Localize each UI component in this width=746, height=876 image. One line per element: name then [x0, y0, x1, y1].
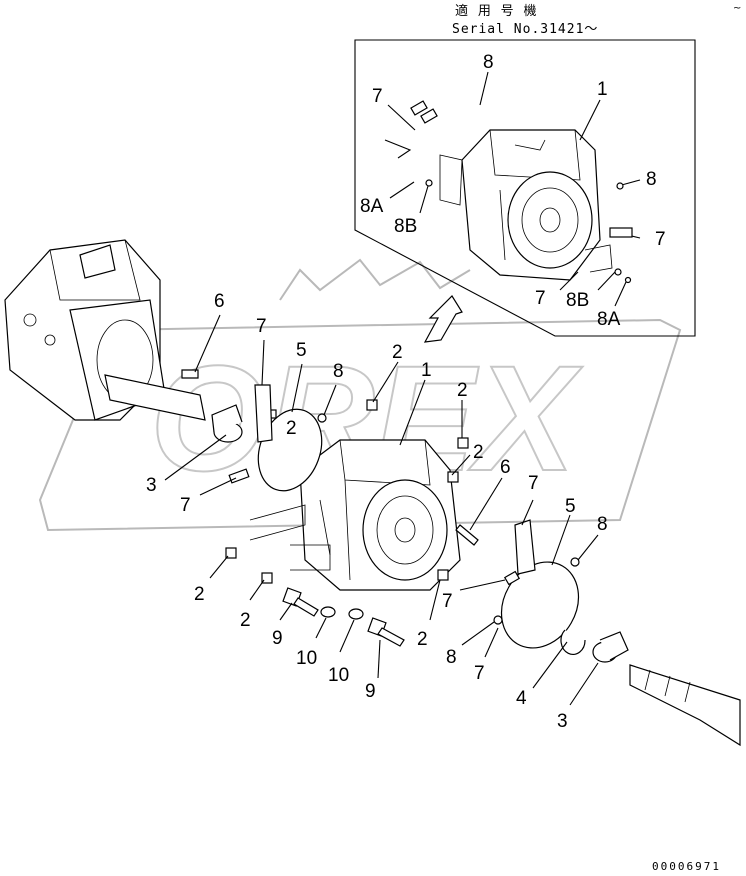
callout-main-10-left: 10	[296, 648, 317, 669]
callout-main-3-right: 3	[557, 711, 568, 732]
callout-inset-7-right: 7	[655, 229, 666, 250]
callout-main-2-e: 2	[240, 610, 251, 631]
callout-main-2-d: 2	[194, 584, 205, 605]
pin-6-right	[455, 524, 479, 546]
document-number: 00006971	[652, 860, 721, 873]
output-shaft	[629, 664, 741, 747]
callout-main-2-a: 2	[457, 380, 468, 401]
callout-main-8-left: 8	[333, 361, 344, 382]
plugs	[228, 384, 580, 625]
bolts-2	[225, 399, 469, 584]
callout-main-2-c: 2	[473, 442, 484, 463]
callout-main-7-top: 7	[256, 316, 267, 337]
inset-small-parts	[410, 100, 633, 284]
main-pump-body	[249, 439, 461, 591]
callout-main-6-left: 6	[214, 291, 225, 312]
assembled-pump-left	[4, 239, 206, 421]
callout-inset-8a-left: 8A	[360, 196, 384, 217]
callout-main-9-right: 9	[365, 681, 376, 702]
callout-main-7-r3: 7	[474, 663, 485, 684]
callout-main-7-right-top: 7	[528, 473, 539, 494]
pin-6-left	[181, 369, 199, 379]
callout-main-2-top: 2	[392, 342, 403, 363]
callout-main-5-left: 5	[296, 340, 307, 361]
callout-main-1: 1	[421, 360, 432, 381]
callout-main-8-r: 8	[446, 647, 457, 668]
callout-inset-8b-left: 8B	[394, 216, 417, 237]
callout-main-6-right: 6	[500, 457, 511, 478]
inset-frame	[354, 39, 696, 337]
inset-pump-assembly	[439, 129, 613, 281]
bolt-9-right	[367, 617, 405, 647]
gasket-right	[500, 561, 580, 649]
header-serial-label: Serial No.31421～	[452, 22, 598, 37]
main-leaders	[164, 314, 599, 706]
callout-main-9-left: 9	[272, 628, 283, 649]
callout-main-2-b: 2	[286, 418, 297, 439]
snap-ring-4	[560, 629, 586, 655]
bolt-9-left	[282, 587, 319, 617]
callout-inset-7-left: 7	[372, 86, 383, 107]
callout-inset-1: 1	[597, 79, 608, 100]
callout-main-7-left: 7	[180, 495, 191, 516]
inset-arrow	[423, 295, 463, 343]
callout-inset-8-right: 8	[646, 169, 657, 190]
callout-inset-7-bottom: 7	[535, 288, 546, 309]
bearing-left	[211, 404, 243, 443]
callout-inset-8-top: 8	[483, 52, 494, 73]
bearing-right	[592, 631, 629, 663]
callout-main-2-f: 2	[417, 629, 428, 650]
washer-10-right	[348, 608, 364, 620]
callout-main-10-right: 10	[328, 665, 349, 686]
washer-10-left	[320, 606, 336, 618]
callout-inset-8b-bottom: 8B	[566, 290, 589, 311]
callout-main-5-right: 5	[565, 496, 576, 517]
callout-main-7-r2: 7	[442, 591, 453, 612]
callout-main-3-left: 3	[146, 475, 157, 496]
callout-main-4: 4	[516, 688, 527, 709]
corner-mark: ~	[733, 3, 741, 14]
callout-main-8-right: 8	[597, 514, 608, 535]
header-applicable-label: 適 用 号 機	[455, 3, 537, 19]
callout-inset-8a-bottom: 8A	[597, 309, 621, 330]
